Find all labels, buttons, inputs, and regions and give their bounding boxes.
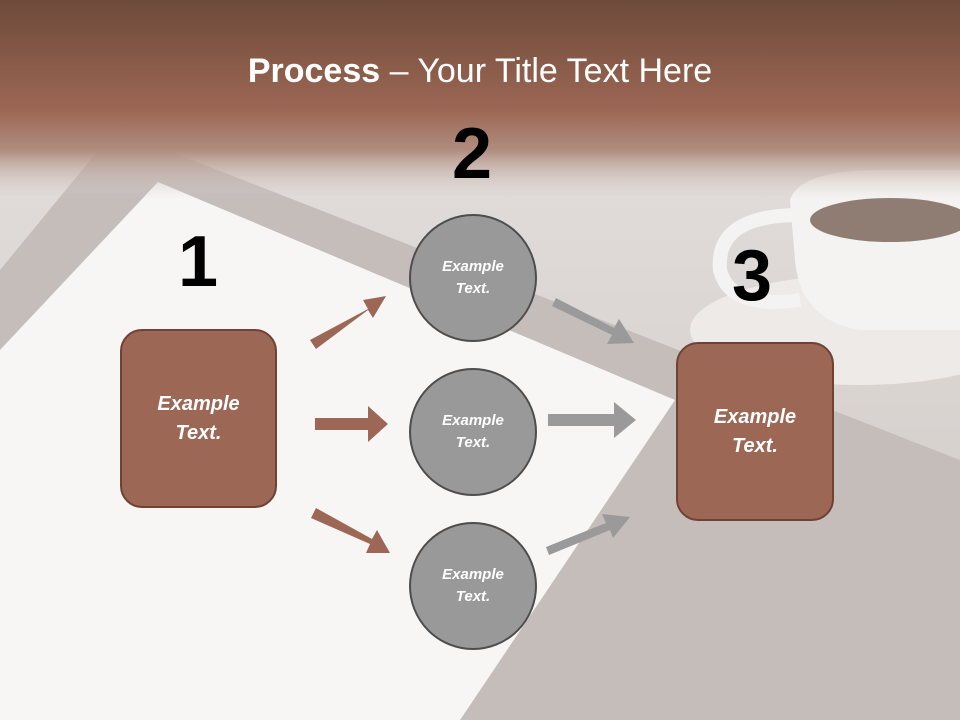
arrow-up-right-brown <box>310 296 386 349</box>
step-number-1: 1 <box>177 222 219 302</box>
circle-middle-text: Example Text. <box>442 411 504 452</box>
arrow-up-right-gray <box>546 514 630 555</box>
arrow-down-right-gray <box>552 298 634 344</box>
circle-top-text: Example Text. <box>442 257 504 298</box>
coffee-surface <box>810 198 960 242</box>
arrow-right-gray <box>548 402 636 438</box>
step-2-circle-bottom: Example Text. <box>409 522 537 650</box>
gray-arrows <box>546 298 636 555</box>
step-3-box: Example Text. <box>676 342 834 521</box>
step-2-circle-top: Example Text. <box>409 214 537 342</box>
circle-bottom-text: Example Text. <box>442 565 504 606</box>
step-1-box-text: Example Text. <box>157 392 240 444</box>
slide-title: Process – Your Title Text Here <box>0 52 960 91</box>
brown-arrows <box>310 296 390 553</box>
title-band <box>0 0 960 200</box>
cup-handle <box>712 208 801 309</box>
title-rest: – Your Title Text Here <box>380 52 713 90</box>
title-bold: Process <box>247 52 381 90</box>
step-number-2: 2 <box>451 114 493 194</box>
step-1-box: Example Text. <box>120 329 277 508</box>
step-3-box-text: Example Text. <box>713 405 797 457</box>
step-number-3: 3 <box>731 236 773 316</box>
arrow-down-right-brown <box>311 508 390 553</box>
arrow-right-brown <box>315 406 388 442</box>
step-2-circle-middle: Example Text. <box>409 368 537 496</box>
